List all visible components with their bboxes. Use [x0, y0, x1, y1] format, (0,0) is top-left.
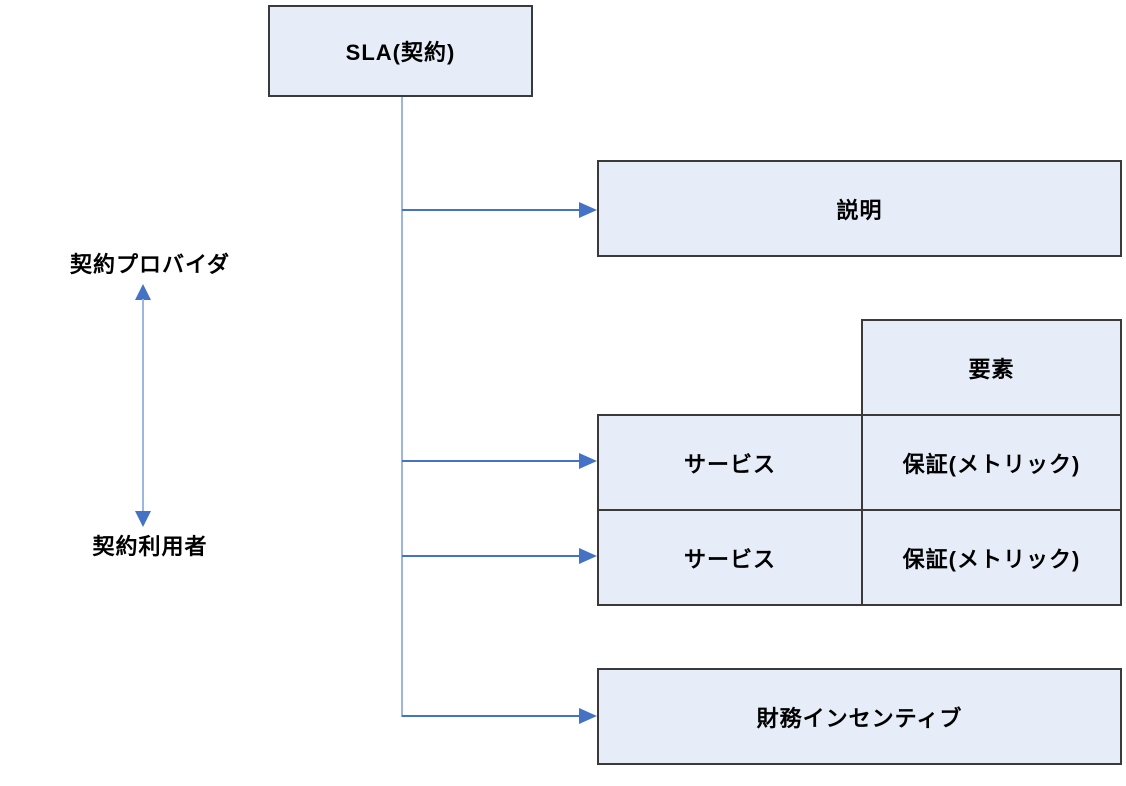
branch-line-description	[402, 209, 580, 211]
branch-arrowhead-service-1	[579, 453, 597, 469]
branch-line-service-2	[402, 555, 580, 557]
branch-arrowhead-finance	[579, 708, 597, 724]
branch-arrowhead-description	[579, 202, 597, 218]
finance-incentive-box: 財務インセンティブ	[597, 668, 1122, 765]
provider-consumer-arrow-shaft	[142, 299, 144, 513]
service-box-2: サービス	[597, 509, 863, 606]
provider-consumer-arrowhead-up	[135, 284, 151, 300]
root-connector-line	[401, 97, 403, 717]
branch-arrowhead-service-2	[579, 548, 597, 564]
element-box: 要素	[861, 319, 1122, 416]
branch-line-service-1	[402, 460, 580, 462]
sla-root-box: SLA(契約)	[268, 5, 533, 97]
branch-line-finance	[402, 715, 580, 717]
consumer-label: 契約利用者	[92, 534, 208, 559]
guarantee-box-1: 保証(メトリック)	[861, 414, 1122, 511]
guarantee-box-2: 保証(メトリック)	[861, 509, 1122, 606]
provider-consumer-arrowhead-down	[135, 511, 151, 527]
service-box-1: サービス	[597, 414, 863, 511]
description-box: 説明	[597, 160, 1122, 257]
provider-label: 契約プロバイダ	[69, 252, 231, 277]
